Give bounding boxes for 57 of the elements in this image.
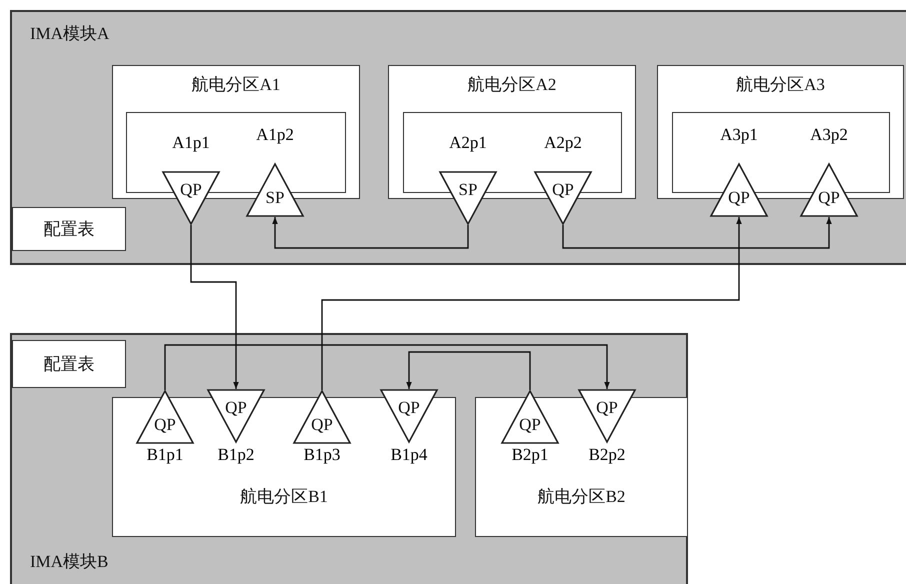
port-name-label: B1p4 bbox=[390, 445, 428, 465]
port-triangle bbox=[439, 171, 497, 225]
port-triangle bbox=[800, 163, 858, 217]
port-name-label: A3p2 bbox=[810, 125, 848, 145]
port-type-label: QP bbox=[817, 188, 841, 208]
port-name-label: B2p2 bbox=[588, 445, 626, 465]
connector-arrow bbox=[272, 217, 469, 249]
port-triangle bbox=[501, 390, 559, 444]
port-name-label: B1p3 bbox=[304, 445, 340, 465]
port-triangle bbox=[246, 163, 304, 217]
port-type-label: QP bbox=[179, 180, 203, 200]
port-name-label: B1p2 bbox=[218, 445, 254, 465]
port-type-label: QP bbox=[153, 415, 177, 435]
port-type-label: QP bbox=[397, 398, 421, 418]
port-triangle bbox=[534, 171, 592, 225]
port-name-label: A2p1 bbox=[449, 133, 487, 153]
port-name-label: B2p1 bbox=[512, 445, 548, 465]
module-panel bbox=[10, 333, 688, 584]
partition-box bbox=[388, 65, 636, 199]
module-label: IMA模块B bbox=[30, 551, 108, 573]
port-type-label: SP bbox=[458, 180, 478, 200]
config-table-box bbox=[12, 207, 126, 251]
config-table-box bbox=[12, 340, 126, 388]
port-type-label: QP bbox=[551, 180, 575, 200]
partition-title: 航电分区B1 bbox=[239, 486, 329, 508]
config-table-label: 配置表 bbox=[42, 218, 96, 240]
port-type-label: QP bbox=[310, 415, 334, 435]
port-name-label: A2p2 bbox=[544, 133, 582, 153]
partition-title: 航电分区B2 bbox=[536, 486, 626, 508]
port-triangle bbox=[162, 171, 220, 225]
port-triangle bbox=[207, 389, 265, 443]
port-name-label: A3p1 bbox=[720, 125, 758, 145]
connector-arrow bbox=[321, 217, 742, 390]
port-triangle bbox=[136, 390, 194, 444]
port-name-label: B1p1 bbox=[146, 445, 184, 465]
partition-title: 航电分区A2 bbox=[466, 74, 558, 96]
port-type-label: SP bbox=[264, 188, 286, 208]
port-triangle bbox=[578, 389, 636, 443]
config-table-label: 配置表 bbox=[42, 354, 96, 376]
port-name-label: A1p2 bbox=[256, 125, 294, 145]
partition-title: 航电分区A1 bbox=[190, 74, 282, 96]
partition-box bbox=[475, 397, 688, 537]
port-name-label: A1p1 bbox=[172, 133, 210, 153]
port-type-label: QP bbox=[224, 398, 248, 418]
port-triangle bbox=[293, 390, 351, 444]
connector-arrow bbox=[406, 351, 531, 390]
module-panel bbox=[10, 10, 906, 265]
port-type-label: QP bbox=[727, 188, 751, 208]
module-label: IMA模块A bbox=[30, 23, 110, 45]
port-type-label: QP bbox=[595, 398, 619, 418]
port-triangle bbox=[710, 163, 768, 217]
connector-arrow bbox=[164, 344, 610, 390]
port-type-label: QP bbox=[518, 415, 542, 435]
partition-title: 航电分区A3 bbox=[735, 74, 826, 96]
connector-arrow bbox=[562, 217, 832, 249]
connector-arrow bbox=[190, 225, 239, 389]
port-triangle bbox=[380, 389, 438, 443]
